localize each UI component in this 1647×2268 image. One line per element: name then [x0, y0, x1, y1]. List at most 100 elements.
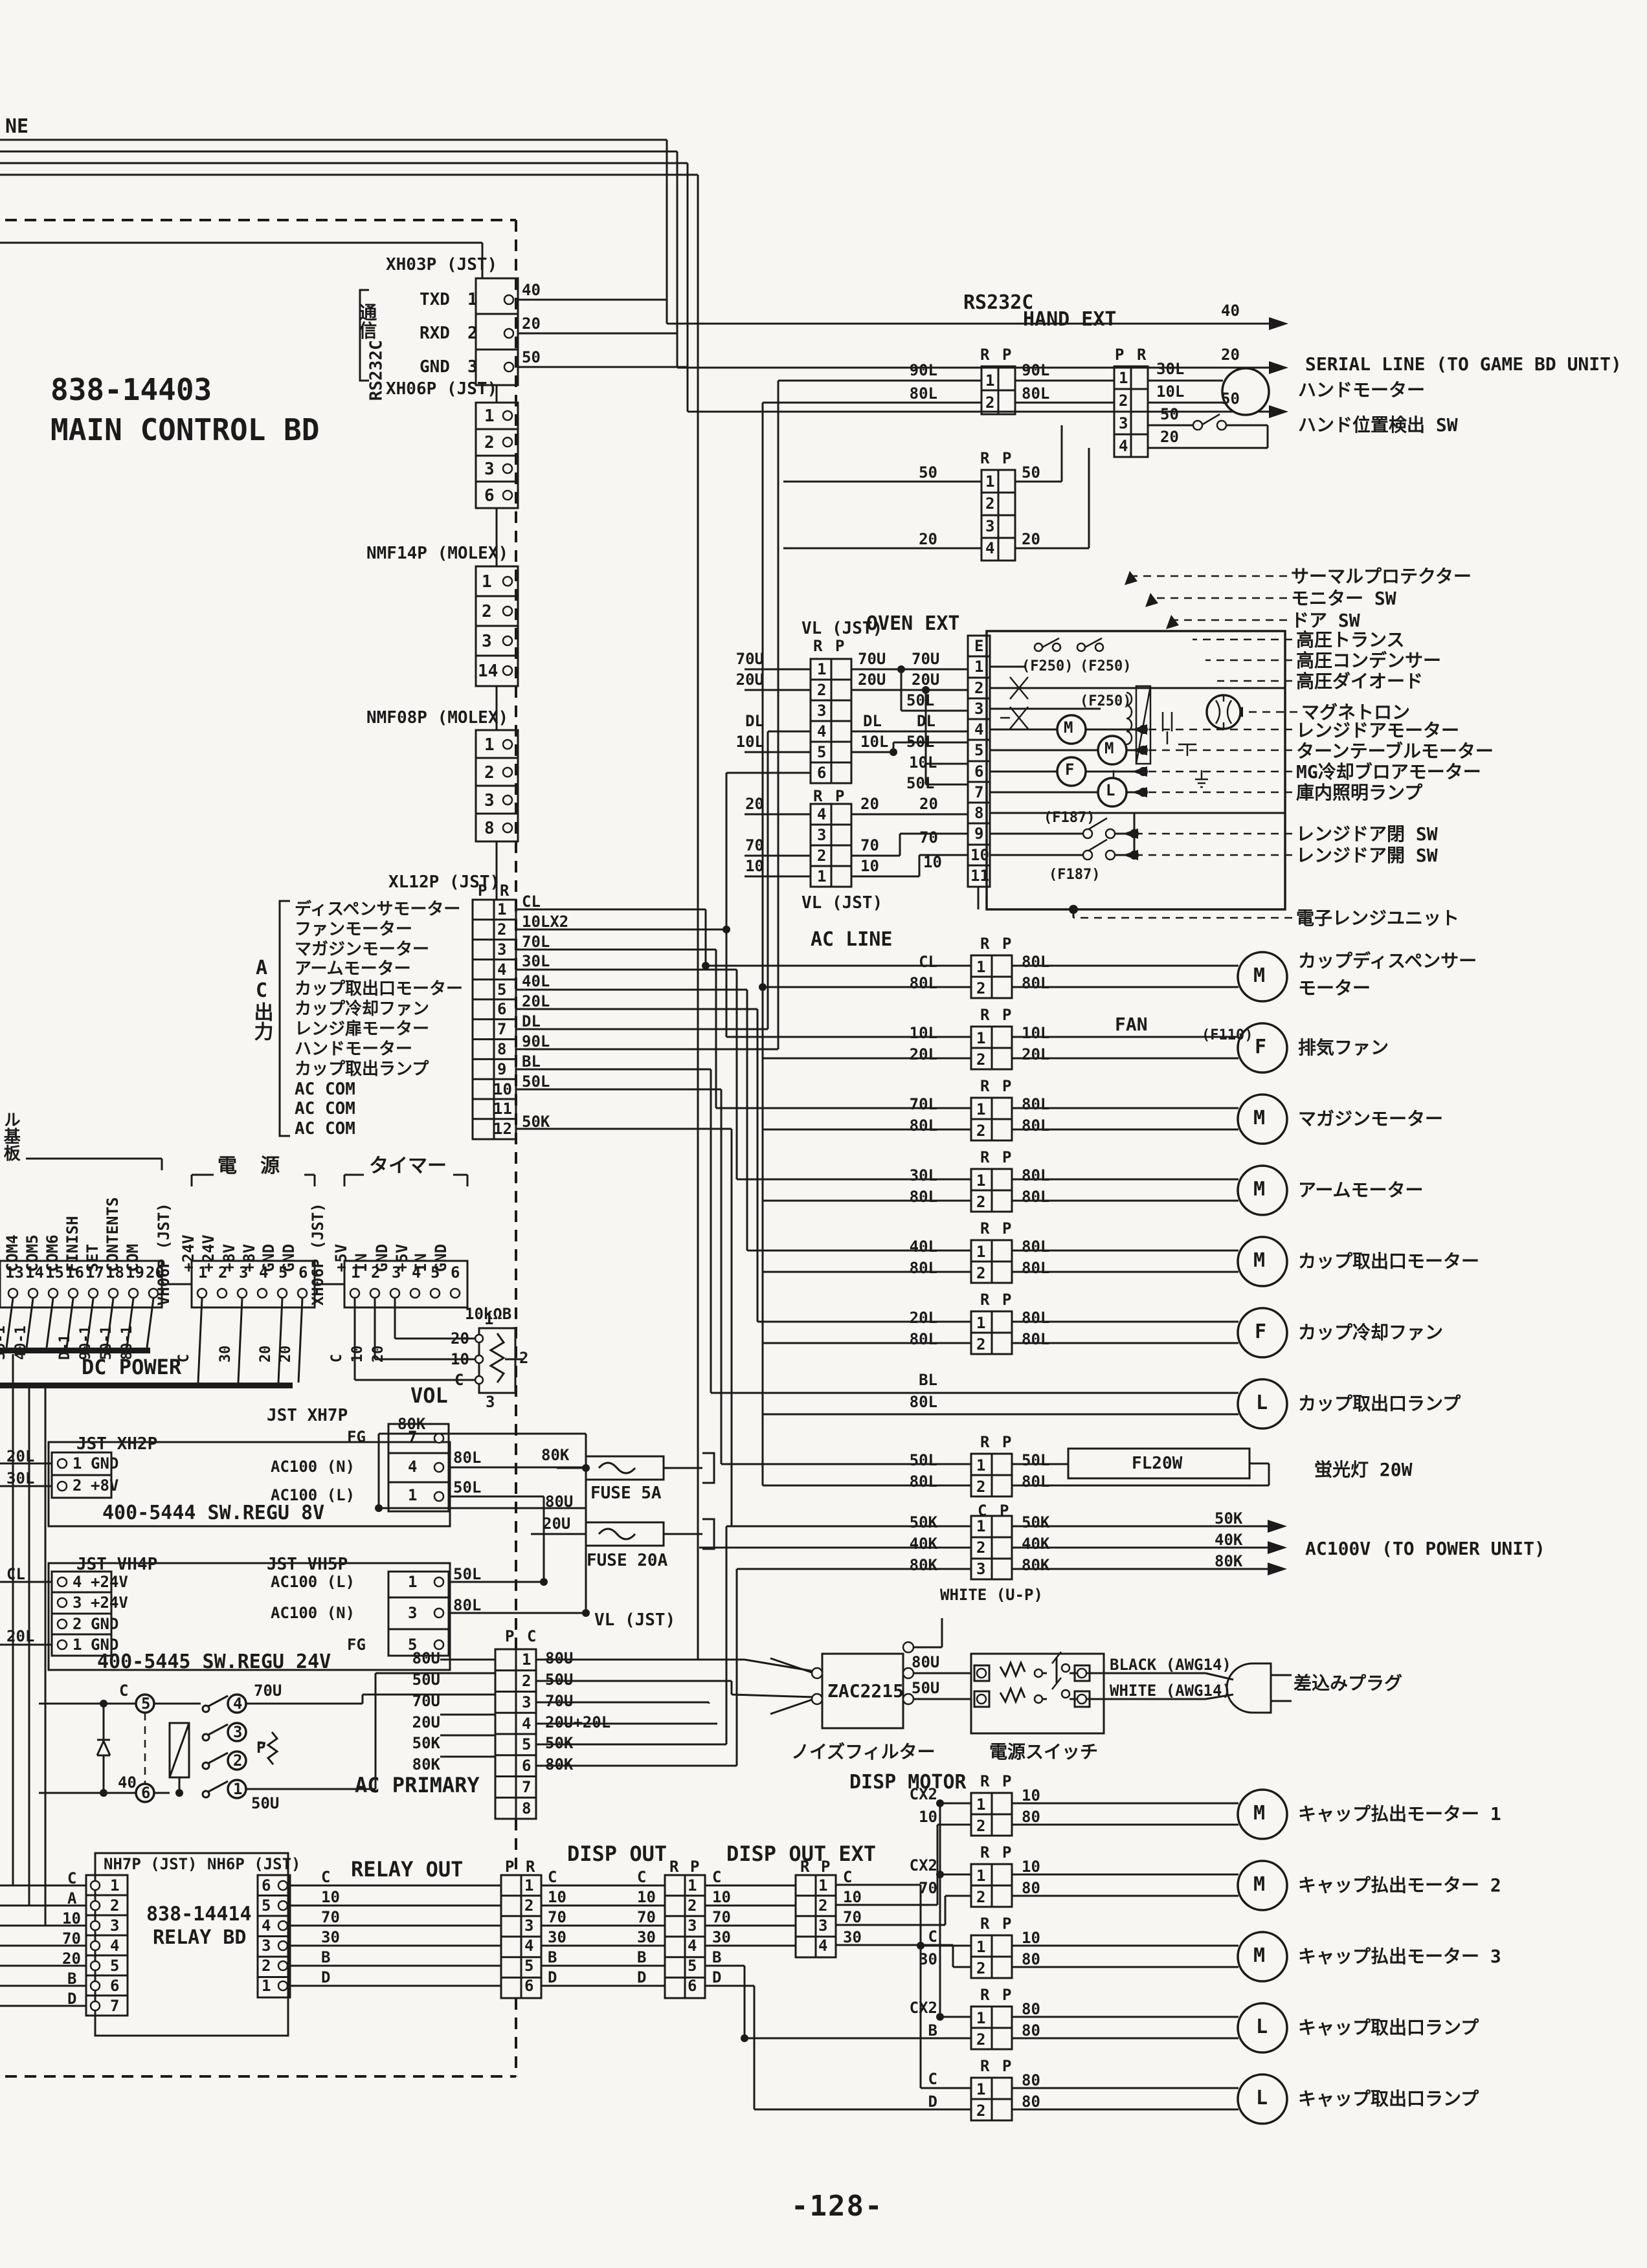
diagram-label: 70U [545, 1692, 574, 1710]
diagram-label: 50 [522, 348, 541, 366]
section-disp-motor: DISP MOTOR [849, 1771, 967, 1794]
diagram-label: 2 [519, 1349, 529, 1367]
diagram-label: 2 [818, 1896, 828, 1915]
diagram-label: 2 [976, 2102, 986, 2120]
diagram-label: カップ取出ランプ [295, 1060, 429, 1079]
diagram-label: 30 [217, 1345, 234, 1363]
diagram-label: 5 [110, 1957, 120, 1975]
diagram-label: RXD [420, 324, 450, 343]
diagram-label: 50U [251, 1794, 280, 1812]
diagram-label: 10 [451, 1350, 469, 1368]
diagram-label: 1 [524, 1876, 534, 1895]
diagram-label: 70 [712, 1908, 731, 1926]
diagram-label: 50K [522, 1113, 550, 1131]
diagram-label: 1 [976, 958, 986, 976]
diagram-label: 1 [817, 867, 827, 885]
diagram-label: ディスペンサモーター [295, 900, 461, 919]
diagram-label: M [1253, 1873, 1266, 1896]
diagram-label: 1 [974, 658, 984, 676]
diagram-label: ル基板 [1, 1111, 21, 1161]
diagram-label: 80L [909, 1117, 937, 1135]
diagram-label: 80L [909, 1473, 937, 1491]
diagram-label: D [67, 1990, 77, 2008]
diagram-label: 1 [985, 472, 995, 491]
diagram-label: D [928, 2093, 937, 2111]
diagram-label: 6 [484, 486, 495, 506]
diagram-label: +5V [331, 1243, 350, 1273]
diagram-label: P [821, 1858, 831, 1876]
diagram-label: 50L [453, 1565, 482, 1583]
diagram-label: 50L [906, 691, 935, 709]
diagram-label: B [637, 1948, 647, 1966]
diagram-label: C [548, 1868, 557, 1886]
diagram-label: GND [91, 1615, 119, 1633]
diagram-label: 1 [73, 1636, 82, 1654]
diagram-label: 20 [370, 1345, 387, 1363]
diagram-label: D [321, 1968, 331, 1986]
diagram-label: DL [745, 712, 764, 730]
diagram-label: DL [522, 1012, 541, 1030]
diagram-label: 4 [688, 1937, 697, 1955]
diagram-label: AC100 (L) [271, 1573, 355, 1591]
diagram-label: 40L [522, 972, 550, 990]
diagram-label: 50 [1221, 390, 1240, 408]
diagram-label: 20U [912, 671, 940, 689]
diagram-label: B [67, 1970, 77, 1988]
diagram-label: 4 [1119, 437, 1128, 455]
diagram-label: P [1002, 1843, 1012, 1862]
fuse-5a: FUSE 5A [590, 1484, 662, 1503]
diagram-label: 80L [1022, 1238, 1050, 1256]
pin-circles [7, 294, 1227, 2012]
connector-name: XH06P (JST) [386, 379, 498, 399]
connector-name: XL12P (JST) [388, 873, 500, 892]
diagram-label: 30L [909, 1166, 937, 1184]
diagram-label: 20U [858, 671, 886, 689]
diagram-label: R [500, 882, 510, 900]
diagram-label: (F250) [1080, 658, 1132, 674]
section-timer: タイマー [369, 1155, 447, 1177]
diagram-label: レンジドア閉 SW [1296, 823, 1438, 845]
diagram-label: RS232C [366, 340, 387, 401]
diagram-label: 70U [412, 1692, 440, 1710]
diagram-label: 1 [976, 2080, 986, 2098]
diagram-label: 通信 [356, 303, 378, 339]
diagram-label: 20 [860, 795, 879, 813]
diagram-label: 40 [1221, 302, 1240, 320]
diagram-label: 80K [398, 1415, 426, 1433]
connector-name: NH6P (JST) [207, 1855, 301, 1873]
diagram-label: 80L [909, 974, 937, 992]
diagram-label: 4 [259, 1263, 269, 1282]
ac100v-label: AC100V (TO POWER UNIT) [1305, 1538, 1545, 1559]
diagram-label: 5 [817, 743, 827, 761]
diagram-label: 80L [909, 1330, 937, 1348]
diagram-label: M [1253, 964, 1266, 987]
diagram-label: 10L [1156, 383, 1185, 401]
diagram-label: C [119, 1682, 129, 1700]
diagram-label: GND [420, 357, 450, 377]
section-ac-line: AC LINE [811, 928, 893, 951]
diagram-label: 5 [688, 1957, 697, 1975]
diagram-label: R [1137, 346, 1147, 364]
diagram-label: A [67, 1889, 77, 1907]
diagram-label: 70L [522, 933, 550, 951]
diagram-label: 1 [976, 1243, 986, 1261]
diagram-label: C [712, 1868, 722, 1886]
diagram-label: 5 [431, 1263, 440, 1282]
diagram-label: 3 [497, 940, 507, 959]
diagram-label: 2 [262, 1957, 271, 1975]
diagram-label: 5 [278, 1263, 288, 1282]
diagram-label: 20L [909, 1045, 937, 1063]
diagram-label: 70 [548, 1908, 566, 1926]
diagram-label: 20U [735, 671, 764, 689]
diagram-label: R [980, 2057, 990, 2075]
diagram-label: 50L [522, 1073, 550, 1091]
diagram-label: R [980, 1772, 990, 1790]
diagram-label: 30 [919, 1950, 937, 1968]
diagram-label: 1 [73, 1454, 82, 1473]
connector-name: JST XH7P [267, 1406, 348, 1425]
diagram-label: C [328, 1353, 345, 1363]
diagram-label: D [548, 1968, 557, 1986]
diagram-label: レンジドア開 SW [1296, 845, 1438, 866]
diagram-label: 10L [735, 733, 764, 751]
